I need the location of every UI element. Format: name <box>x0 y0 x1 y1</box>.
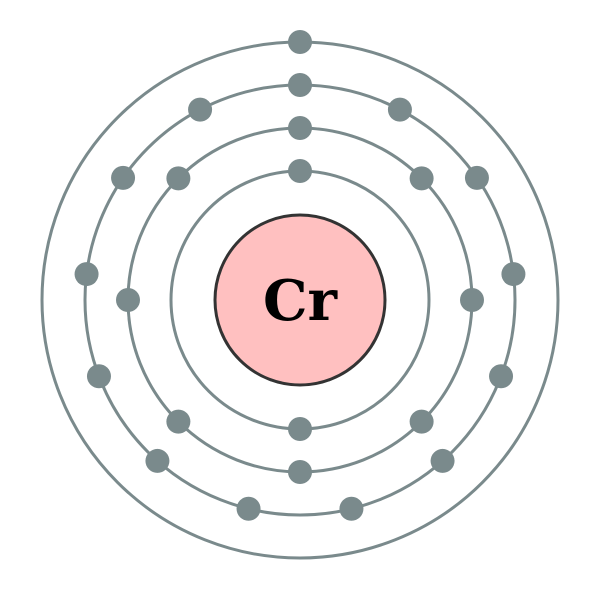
electron-shell-3-11 <box>74 262 99 287</box>
electron-shell-3-9 <box>145 448 170 473</box>
electron-shell-1-1 <box>288 159 312 183</box>
electron-shell-3-7 <box>339 496 364 521</box>
electron-shell-3-5 <box>489 364 514 389</box>
electron-shell-2-7 <box>116 288 140 312</box>
electron-shell-4-1 <box>288 30 312 54</box>
nucleus <box>213 213 387 387</box>
electron-shell-3-1 <box>288 73 312 97</box>
electron-shell-3-13 <box>188 97 213 122</box>
electron-shell-2-6 <box>166 409 191 434</box>
electron-shell-1-2 <box>288 417 312 441</box>
element-symbol: Cr <box>263 268 339 334</box>
electron-shell-2-2 <box>409 166 434 191</box>
electron-shell-3-8 <box>236 496 261 521</box>
electron-shell-2-4 <box>409 409 434 434</box>
electron-shell-2-8 <box>166 166 191 191</box>
electron-shells <box>40 30 560 560</box>
electron-shell-3-3 <box>464 165 489 190</box>
electron-shell-3-6 <box>430 448 455 473</box>
electron-shell-2-5 <box>288 460 312 484</box>
electron-shell-3-4 <box>501 262 526 287</box>
electron-shell-2-1 <box>288 116 312 140</box>
electron-shell-3-12 <box>111 165 136 190</box>
electron-shell-3-2 <box>387 97 412 122</box>
electron-shell-3-10 <box>86 364 111 389</box>
electron-shell-2-3 <box>460 288 484 312</box>
